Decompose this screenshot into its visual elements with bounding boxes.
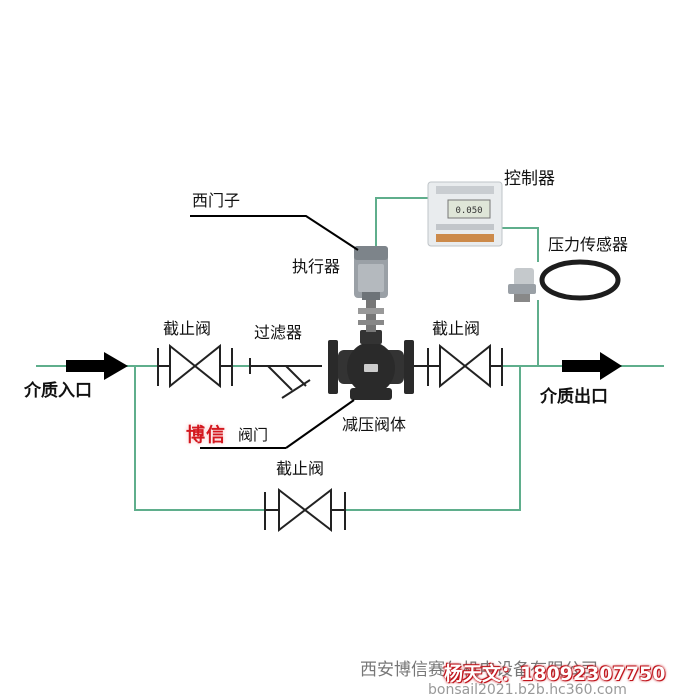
controller-display: 0.050 (455, 206, 482, 216)
stop-valve-left-icon (157, 343, 233, 389)
controller-to-sensor-line (502, 227, 539, 262)
inlet-label: 介质入口 (23, 380, 92, 401)
controller-icon (427, 181, 503, 247)
valve-body-leader-line (285, 399, 355, 449)
valve-body-label: 减压阀体 (342, 415, 406, 434)
stop-valve-bypass-label: 截止阀 (276, 459, 324, 478)
controller-label: 控制器 (504, 169, 555, 189)
siemens-label: 西门子 (192, 191, 240, 210)
filter-label: 过滤器 (254, 323, 302, 342)
actuator-label: 执行器 (292, 257, 340, 276)
controller-to-actuator-line (375, 197, 428, 246)
filter-icon (249, 358, 322, 399)
actuator-icon (354, 246, 388, 300)
stop-valve-right-icon (414, 343, 503, 389)
bypass-pipe-right (345, 366, 521, 511)
footer-contact-watermark: 杨天文：18092307750 (444, 663, 666, 685)
pressure-sensor-label: 压力传感器 (548, 235, 628, 254)
inlet-arrow-icon (66, 352, 128, 380)
footer-company-watermark: 西安博信赛尔机电设备有限公司 (360, 660, 598, 680)
valve-body-icon (328, 300, 414, 400)
siemens-leader-line (190, 215, 359, 251)
bypass-pipe-left (134, 366, 265, 511)
brand-suffix-label: 阀门 (238, 426, 269, 444)
pressure-sensor-icon (508, 259, 621, 302)
stop-valve-bypass-icon (264, 487, 346, 533)
footer-site-watermark: bonsail2021.b2b.hc360.com (428, 682, 627, 698)
brand-logo: 博信 (186, 424, 227, 446)
stop-valve-left-label: 截止阀 (163, 319, 211, 338)
outlet-arrow-icon (562, 352, 622, 380)
leader-lines (190, 215, 359, 449)
outlet-label: 介质出口 (539, 386, 608, 407)
stop-valve-right-label: 截止阀 (432, 319, 480, 338)
